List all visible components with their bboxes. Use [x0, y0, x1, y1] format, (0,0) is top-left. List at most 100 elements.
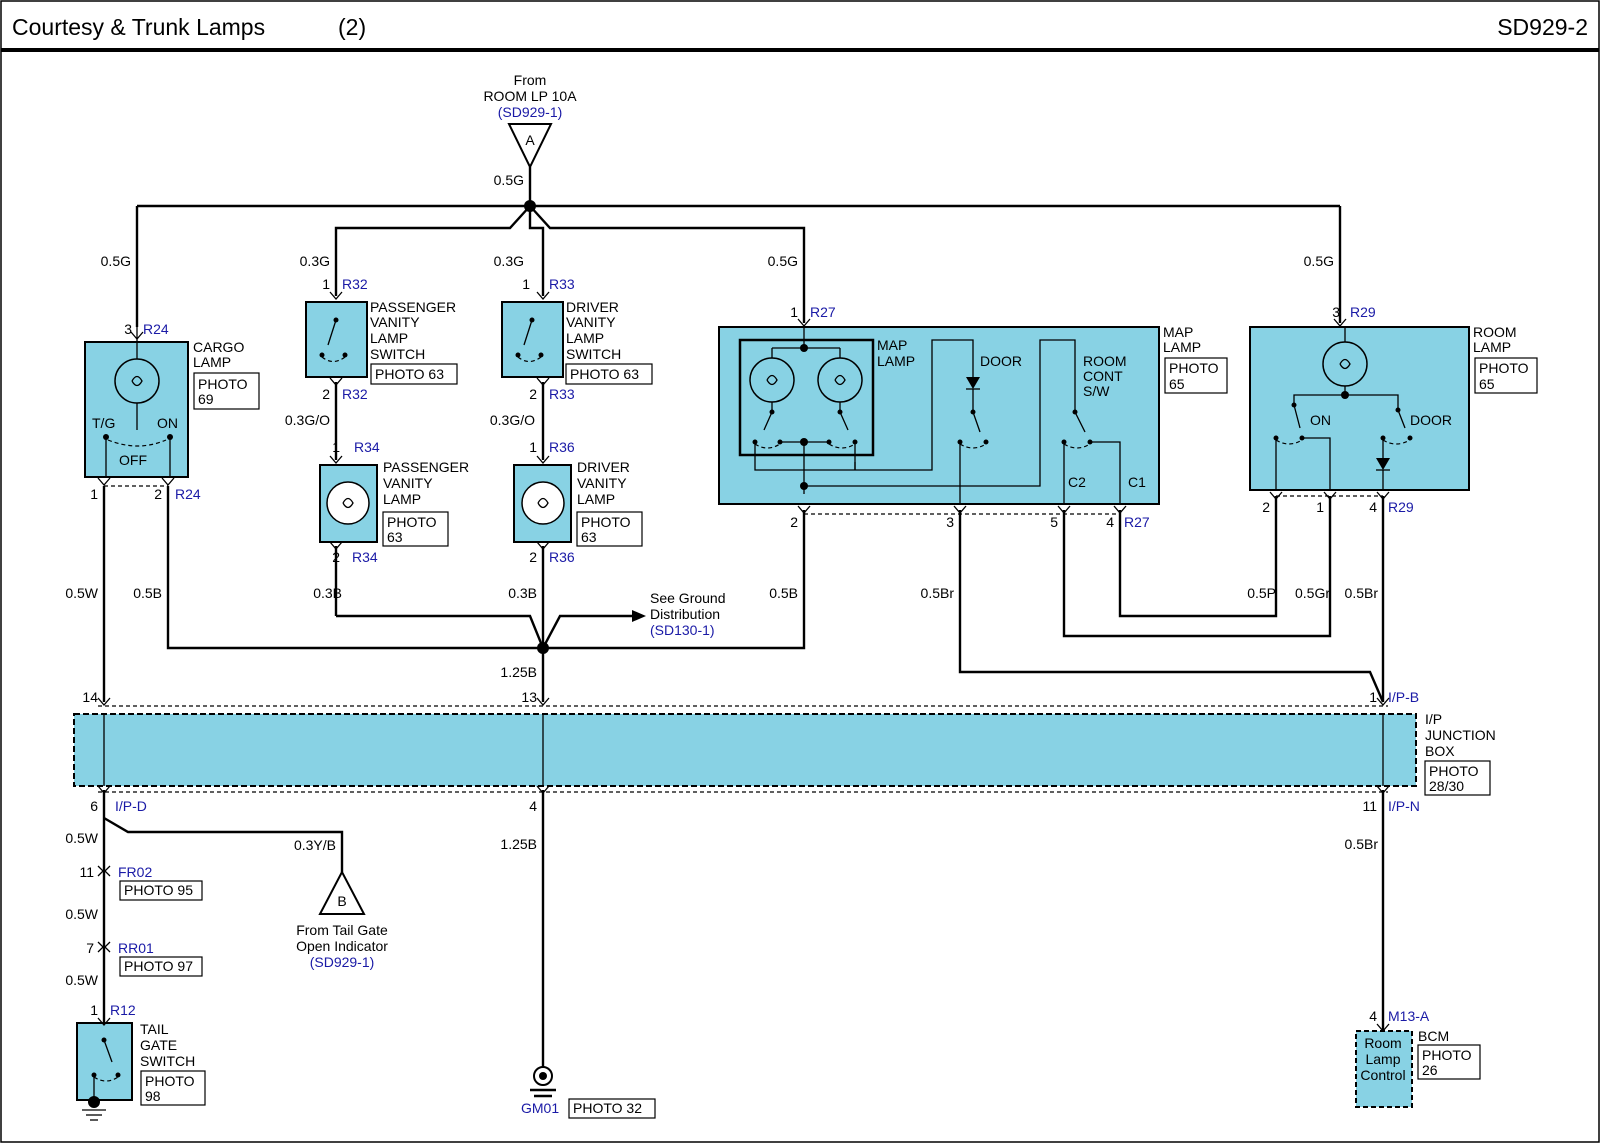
tg-sw-label-3: SWITCH	[140, 1053, 195, 1069]
connector-pin-mark	[1376, 785, 1390, 794]
dvs-conn-bottom[interactable]: R33	[549, 386, 575, 402]
tg-rr-conn[interactable]: RR01	[118, 940, 154, 956]
cargo-wire-1: 0.5W	[65, 585, 98, 601]
pvs-conn-top[interactable]: R32	[342, 276, 368, 292]
connector-pin-mark	[1333, 318, 1347, 327]
dvs-conn-top[interactable]: R33	[549, 276, 575, 292]
cargo-wire-top: 0.5G	[101, 253, 131, 269]
dvl-conn-bottom[interactable]: R36	[549, 549, 575, 565]
bcm-wire: 0.5Br	[1345, 836, 1379, 852]
connector-pin-mark	[329, 377, 343, 386]
cargo-sw-off: OFF	[119, 452, 147, 468]
ip-junction-box[interactable]	[73, 705, 1417, 793]
connector-pin-mark	[797, 505, 811, 514]
map-inner-2: LAMP	[877, 353, 915, 369]
pvl-conn-bottom[interactable]: R34	[352, 549, 378, 565]
source-a-from: From	[514, 72, 547, 88]
tg-wire-2: 0.5W	[65, 906, 98, 922]
source-a-ref[interactable]: (SD929-1)	[498, 104, 563, 120]
pvl-conn-top[interactable]: R34	[354, 439, 380, 455]
map-room-2: CONT	[1083, 368, 1123, 384]
map-wire-3: 0.5Br	[921, 585, 955, 601]
connector-chevrons	[97, 291, 1390, 1032]
gm01-name[interactable]: GM01	[521, 1100, 559, 1116]
jb-pin-11: 11	[1362, 798, 1377, 814]
passenger-vanity-lamp[interactable]	[319, 464, 378, 543]
dvs-label-1: DRIVER	[566, 299, 619, 315]
bcm-conn[interactable]: M13-A	[1388, 1008, 1430, 1024]
jb-pin-4: 4	[529, 798, 537, 814]
map-room-1: ROOM	[1083, 353, 1127, 369]
room-wire-top: 0.5G	[1304, 253, 1334, 269]
gm01-wire: 1.25B	[500, 836, 537, 852]
bcm-room-lamp-control[interactable]	[1355, 1030, 1413, 1108]
connector-pin-mark	[536, 377, 550, 386]
map-conn-bottom[interactable]: R27	[1124, 514, 1150, 530]
splice-ground	[537, 642, 549, 654]
bcm-photo-1: PHOTO	[1422, 1047, 1472, 1063]
ground-ref-link[interactable]: (SD130-1)	[650, 622, 715, 638]
bcm-inner-1: Room	[1364, 1035, 1401, 1051]
pvl-pin-top: 1	[332, 439, 340, 455]
map-pin-2: 2	[790, 514, 798, 530]
ground-gm01-icon[interactable]	[530, 1066, 556, 1098]
jb-pin-1: 1	[1369, 689, 1377, 705]
tail-gate-switch[interactable]	[76, 1022, 133, 1121]
room-label-2: LAMP	[1473, 339, 1511, 355]
room-lamp[interactable]	[1249, 326, 1470, 491]
dvl-conn-top[interactable]: R36	[549, 439, 575, 455]
connector-pin-mark	[1323, 491, 1337, 500]
connector-pin-mark	[536, 291, 550, 300]
bcm-inner-2: Lamp	[1365, 1051, 1400, 1067]
dvl-label-3: LAMP	[577, 491, 615, 507]
bcm-inner-3: Control	[1360, 1067, 1405, 1083]
room-door: DOOR	[1410, 412, 1452, 428]
map-c2: C2	[1068, 474, 1086, 490]
jb-label-2: JUNCTION	[1425, 727, 1496, 743]
map-lamp[interactable]	[718, 326, 1160, 505]
cargo-pin-top: 3	[124, 321, 132, 337]
dvs-pin-top: 1	[522, 276, 530, 292]
connector-pin-mark	[1269, 491, 1283, 500]
pvs-pin-top: 1	[322, 276, 330, 292]
connector-pin-mark	[161, 477, 175, 486]
source-b-wire: 0.3Y/B	[294, 837, 336, 853]
driver-vanity-lamp[interactable]	[513, 464, 572, 543]
cargo-conn-top[interactable]: R24	[143, 321, 169, 337]
room-conn-top[interactable]: R29	[1350, 304, 1376, 320]
jb-conn-top[interactable]: I/P-B	[1388, 689, 1419, 705]
room-wire-gr: 0.5Gr	[1295, 585, 1330, 601]
jb-conn-d[interactable]: I/P-D	[115, 798, 147, 814]
cargo-lamp[interactable]: T/G ON OFF CARGO LAMP PHOTO 69	[84, 327, 260, 478]
connector-pin-mark	[1376, 1023, 1390, 1032]
room-photo-1: PHOTO	[1479, 360, 1529, 376]
pvs-conn-bottom[interactable]: R32	[342, 386, 368, 402]
room-on: ON	[1310, 412, 1331, 428]
map-photo-1: PHOTO	[1169, 360, 1219, 376]
splice-top	[524, 200, 536, 212]
wires	[102, 167, 1385, 1068]
jb-pin-6: 6	[90, 798, 98, 814]
dvs-label-4: SWITCH	[566, 346, 621, 362]
ground-ref-line1: See Ground	[650, 590, 726, 606]
room-pin-1: 1	[1316, 499, 1324, 515]
tg-ground-icon	[88, 1096, 100, 1108]
connector-pin-mark	[536, 785, 550, 794]
driver-vanity-switch[interactable]	[501, 301, 564, 378]
cargo-conn-bottom[interactable]: R24	[175, 486, 201, 502]
jb-conn-n[interactable]: I/P-N	[1388, 798, 1420, 814]
connector-pin-mark	[130, 331, 144, 340]
passenger-vanity-switch[interactable]	[305, 301, 368, 378]
connector-pin-mark	[536, 697, 550, 706]
source-b-ref[interactable]: (SD929-1)	[310, 954, 375, 970]
map-conn-top[interactable]: R27	[810, 304, 836, 320]
dvs-photo: PHOTO 63	[570, 366, 639, 382]
tg-sw-conn[interactable]: R12	[110, 1002, 136, 1018]
pvl-label-1: PASSENGER	[383, 459, 469, 475]
connector-pin-mark	[97, 477, 111, 486]
room-conn-bottom[interactable]: R29	[1388, 499, 1414, 515]
dvl-label-2: VANITY	[577, 475, 627, 491]
dvl-photo-2: 63	[581, 529, 597, 545]
tg-sw-label-1: TAIL	[140, 1021, 169, 1037]
tg-fr-conn[interactable]: FR02	[118, 864, 152, 880]
